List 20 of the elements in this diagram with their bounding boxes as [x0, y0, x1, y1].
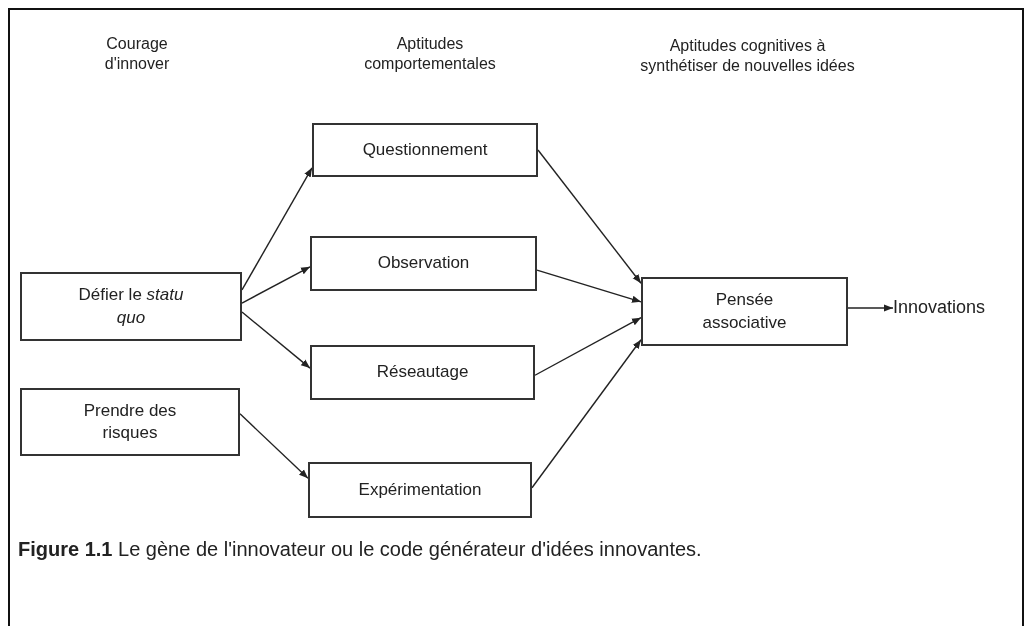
- arrow: [531, 339, 642, 489]
- column-heading: Aptitudes cognitives à synthétiser de nouvelles idées: [640, 36, 855, 76]
- process-box: Expérimentation: [308, 462, 532, 518]
- arrow: [241, 311, 311, 369]
- process-box: Prendre des risques: [20, 388, 240, 456]
- process-box: Réseautage: [310, 345, 535, 400]
- arrow: [241, 266, 311, 304]
- figure-caption: Figure 1.1 Le gène de l'innovateur ou le code générateur d'idées innovantes.: [18, 537, 703, 562]
- arrow: [534, 317, 642, 376]
- process-box: Pensée associative: [641, 277, 848, 346]
- column-heading: Courage d'innover: [103, 34, 171, 74]
- column-heading: Aptitudes comportementales: [363, 34, 497, 74]
- arrow: [847, 304, 894, 312]
- process-box: Défier le statu quo: [20, 272, 242, 341]
- arrow: [536, 269, 642, 303]
- arrow: [239, 413, 309, 479]
- process-box: Questionnement: [312, 123, 538, 177]
- process-box: Observation: [310, 236, 537, 291]
- arrow: [241, 167, 313, 291]
- arrow: [537, 149, 642, 284]
